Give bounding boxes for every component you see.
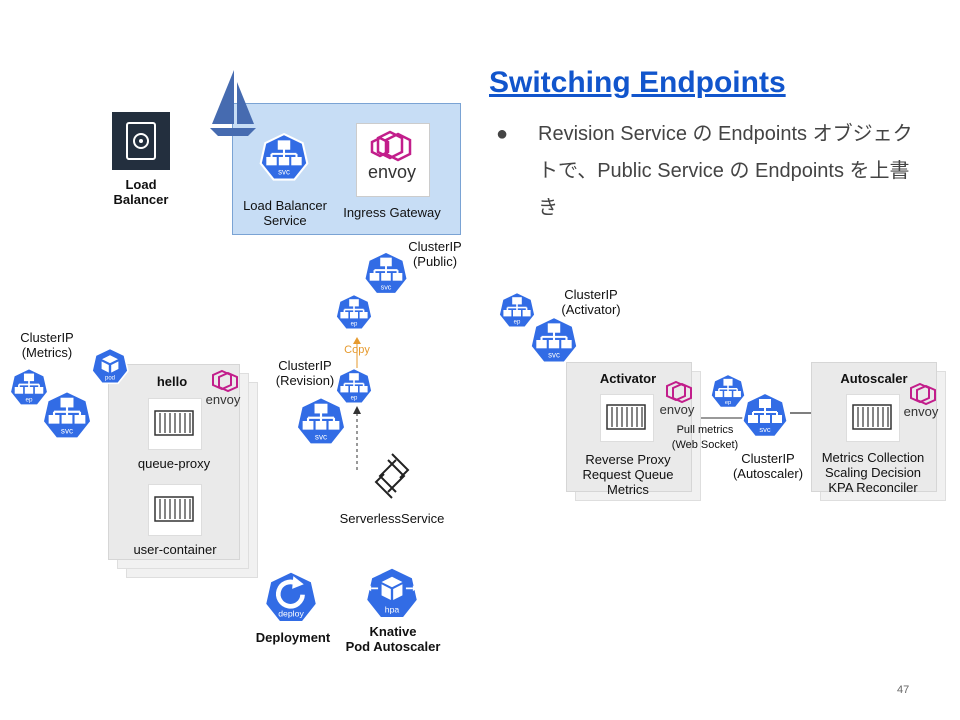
- container-icon: [154, 410, 194, 436]
- pod-icon: pod: [91, 347, 129, 385]
- slide-title: Switching Endpoints: [489, 66, 786, 99]
- clusterip-metrics-line2: (Metrics): [21, 345, 73, 360]
- deployment-text: deploy: [278, 609, 304, 619]
- autoscaler-container-box: [846, 394, 900, 442]
- autoscaler-line2: Scaling Decision: [824, 465, 922, 480]
- revision-ep-text: ep: [351, 396, 358, 402]
- user-container-box: [148, 484, 202, 536]
- container-icon: [606, 404, 646, 430]
- clusterip-activator-line1: ClusterIP: [564, 287, 618, 302]
- public-svc-text: svc: [381, 282, 392, 291]
- clusterip-metrics-line1: ClusterIP: [20, 330, 74, 345]
- activator-line3: Metrics: [607, 482, 649, 497]
- clusterip-metrics-label: ClusterIP (Metrics): [14, 330, 80, 360]
- public-svc-icon: svc: [363, 250, 409, 295]
- kpa-label: Knative Pod Autoscaler: [340, 624, 446, 654]
- activator-ep-icon: ep: [498, 291, 536, 329]
- envoy-icon: [910, 382, 936, 406]
- queue-proxy-box: [148, 398, 202, 450]
- autoscaler-line1: Metrics Collection: [821, 450, 925, 465]
- pull-metrics-line1: Pull metrics: [676, 424, 734, 436]
- clusterip-activator-label: ClusterIP (Activator): [556, 287, 626, 317]
- deployment-label: Deployment: [255, 630, 331, 645]
- autoscaler-svc-text: svc: [759, 425, 771, 434]
- lb-service-label: Load Balancer Service: [243, 198, 327, 228]
- envoy-wordmark: envoy: [367, 162, 417, 182]
- serverless-service-icon: [374, 453, 410, 499]
- metrics-ep-icon: ep: [9, 367, 49, 407]
- pod-text: pod: [105, 376, 115, 382]
- revision-svc-icon: svc: [295, 396, 347, 446]
- pull-metrics-line2: (Web Socket): [671, 439, 739, 451]
- load-balancer-line1: Load: [125, 177, 157, 192]
- activator-title: Activator: [599, 371, 657, 386]
- autoscaler-description: Metrics Collection Scaling Decision KPA …: [812, 450, 934, 495]
- queue-proxy-label: queue-proxy: [137, 456, 211, 471]
- activator-line1: Reverse Proxy: [585, 452, 671, 467]
- envoy-icon: [370, 130, 412, 162]
- public-ep-icon: ep: [335, 293, 373, 331]
- clusterip-autoscaler-label: ClusterIP (Autoscaler): [728, 451, 808, 481]
- activator-container-box: [600, 394, 654, 442]
- metrics-svc-icon: svc: [41, 390, 93, 440]
- clusterip-revision-line2: (Revision): [275, 373, 335, 388]
- clusterip-activator-line2: (Activator): [561, 302, 621, 317]
- activator-svc-text: svc: [548, 351, 560, 360]
- envoy-wordmark: envoy: [903, 404, 939, 419]
- deployment-icon: deploy: [263, 570, 319, 624]
- istio-sail-icon: [210, 70, 256, 136]
- clusterip-autoscaler-line2: (Autoscaler): [732, 466, 804, 481]
- activator-ep-text: ep: [514, 320, 521, 326]
- bullet-item: ● Revision Service の Endpoints オブジェクトで、P…: [496, 116, 916, 227]
- activator-line2: Request Queue: [582, 467, 674, 482]
- bullet-dot: ●: [496, 123, 509, 145]
- revision-svc-text: svc: [315, 432, 327, 441]
- load-balancer-line2: Balancer: [113, 192, 169, 207]
- kpa-line1: Knative: [369, 624, 417, 639]
- envoy-wordmark: envoy: [205, 392, 241, 407]
- kpa-line2: Pod Autoscaler: [345, 639, 441, 654]
- envoy-icon: [666, 380, 692, 404]
- activator-description: Reverse Proxy Request Queue Metrics: [572, 452, 684, 497]
- container-icon: [852, 404, 892, 430]
- autoscaler-line3: KPA Reconciler: [828, 480, 918, 495]
- load-balancer-svc-icon: svc: [259, 132, 309, 181]
- autoscaler-svc-icon: svc: [741, 391, 789, 438]
- ingress-gateway-label: Ingress Gateway: [343, 205, 441, 220]
- hpa-icon: hpa: [364, 566, 420, 620]
- clusterip-revision-line1: ClusterIP: [278, 358, 332, 373]
- metrics-svc-text: svc: [61, 426, 73, 435]
- load-balancer-label: Load Balancer: [108, 177, 174, 207]
- revision-ep-icon: ep: [335, 367, 373, 405]
- container-icon: [154, 496, 194, 522]
- autoscaler-ep-icon: ep: [710, 373, 746, 409]
- envoy-icon: [212, 369, 238, 393]
- page-number: 47: [897, 684, 910, 696]
- metrics-ep-text: ep: [25, 396, 33, 403]
- pull-metrics-label: Pull metrics (Web Socket): [664, 423, 746, 453]
- bullet-text: Revision Service の Endpoints オブジェクトで、Pub…: [538, 123, 913, 219]
- public-ep-text: ep: [351, 322, 358, 328]
- clusterip-revision-label: ClusterIP (Revision): [272, 358, 338, 388]
- clusterip-autoscaler-line1: ClusterIP: [741, 451, 795, 466]
- serverless-service-label: ServerlessService: [339, 511, 445, 526]
- hello-title: hello: [156, 374, 188, 389]
- user-container-label: user-container: [133, 542, 217, 557]
- autoscaler-ep-text: ep: [725, 400, 731, 406]
- autoscaler-title: Autoscaler: [840, 371, 908, 386]
- clusterip-public-line2: (Public): [412, 254, 458, 269]
- envoy-wordmark: envoy: [659, 402, 695, 417]
- load-balancer-icon: [112, 112, 170, 170]
- load-balancer-svc-text: svc: [278, 168, 290, 177]
- clusterip-public-line1: ClusterIP: [408, 239, 462, 254]
- hpa-text: hpa: [385, 605, 400, 615]
- clusterip-public-label: ClusterIP (Public): [404, 239, 466, 269]
- activator-svc-icon: svc: [529, 315, 579, 364]
- copy-label: Copy: [344, 344, 370, 356]
